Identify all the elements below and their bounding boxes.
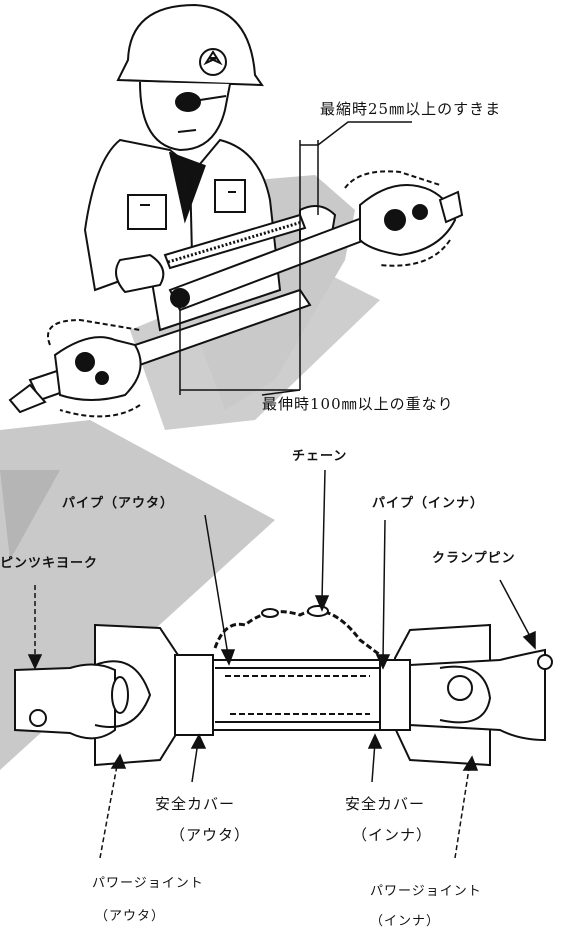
cover-outer-label: 安全カバー — [155, 795, 236, 813]
pin-yoke — [14, 663, 116, 740]
powerjoint-outer-sub: （アウタ） — [95, 909, 166, 924]
pin-yoke-label: ピンツキヨーク — [0, 556, 99, 571]
chain-label: チェーン — [292, 449, 348, 464]
helmet — [116, 3, 264, 87]
helmet-emblem-icon — [199, 48, 227, 76]
powerjoint-outer-label: パワージョイント — [92, 876, 204, 891]
face — [139, 81, 231, 152]
overlap-label: 最伸時100㎜以上の重なり — [262, 395, 454, 413]
lower-assembly — [14, 605, 553, 767]
leader-lines — [27, 469, 536, 859]
glasses — [175, 92, 201, 112]
upper-shaft — [8, 170, 464, 418]
clamp-pin-label: クランプピン — [432, 551, 516, 566]
cover-outer-sub: （アウタ） — [170, 826, 251, 844]
cover-inner-sub: （インナ） — [352, 826, 433, 844]
gap-label: 最縮時25㎜以上のすきま — [320, 100, 502, 118]
powerjoint-inner-label: パワージョイント — [370, 884, 482, 899]
dimension-lines — [179, 121, 412, 396]
cover-inner-label: 安全カバー — [345, 795, 426, 813]
chain — [213, 609, 381, 657]
pipe-inner-label: パイプ（インナ） — [372, 496, 485, 511]
powerjoint-inner-sub: （インナ） — [370, 914, 441, 929]
pipe-body — [209, 659, 391, 731]
pipe-outer-label: パイプ（アウタ） — [62, 496, 175, 511]
